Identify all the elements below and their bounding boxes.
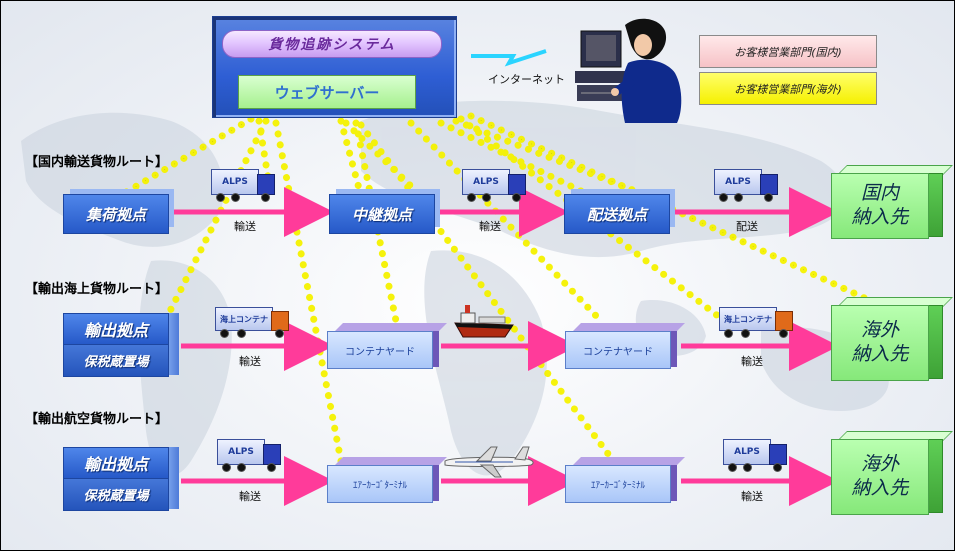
hub-side-face [167, 313, 179, 375]
terminal-top-face [573, 457, 685, 465]
leg-label: 輸送 [741, 355, 763, 368]
truck-icon: ALPS [217, 439, 281, 475]
destination-overseas-sea: 海外 納入先 [831, 305, 929, 381]
destination-domestic: 国内 納入先 [831, 173, 929, 239]
route-title-domestic: 【国内輸送貨物ルート】 [25, 155, 169, 170]
tracking-system-title: 貨物追跡システム [222, 30, 442, 58]
container-truck-icon: 海上コンテナ [215, 307, 289, 341]
leg-label: 輸送 [741, 490, 763, 503]
truck-brand: ALPS [714, 169, 762, 195]
container-label: 海上コンテナ [719, 307, 777, 331]
destination-line2: 納入先 [851, 343, 909, 365]
route-title-sea-export: 【輸出海上貨物ルート】 [25, 282, 169, 297]
yard-top-face [335, 323, 447, 331]
destination-line1: 海外 [860, 319, 899, 342]
leg-label: 輸送 [239, 355, 261, 368]
hub-sea-origin: 輸出拠点 [63, 313, 169, 345]
leg-label: 輸送 [479, 220, 501, 233]
bonded-warehouse-air: 保税蔵置場 [63, 478, 169, 511]
truck-icon: ALPS [723, 439, 787, 475]
destination-line2: 納入先 [851, 477, 909, 499]
truck-brand: ALPS [217, 439, 265, 465]
container-truck-icon: 海上コンテナ [719, 307, 793, 341]
hub-air-origin: 輸出拠点 [63, 447, 169, 479]
sales-dept-overseas: お客様営業部門(海外) [699, 72, 877, 105]
yard-side-face [669, 331, 677, 367]
airplane-icon [444, 446, 534, 478]
air-cargo-terminal-1: ｴｱｰｶｰｺﾞﾀｰﾐﾅﾙ [327, 465, 433, 503]
terminal-top-face [335, 457, 447, 465]
destination-line1: 国内 [860, 182, 899, 205]
container-yard-2: コンテナヤード [565, 331, 671, 369]
air-cargo-terminal-2: ｴｱｰｶｰｺﾞﾀｰﾐﾅﾙ [565, 465, 671, 503]
sales-dept-domestic: お客様営業部門(国内) [699, 35, 877, 68]
container-label: 海上コンテナ [215, 307, 273, 331]
truck-brand: ALPS [462, 169, 510, 195]
truck-icon: ALPS [714, 169, 778, 205]
bonded-warehouse-sea: 保税蔵置場 [63, 344, 169, 377]
truck-brand: ALPS [723, 439, 771, 465]
terminal-side-face [431, 465, 439, 501]
terminal-side-face [669, 465, 677, 501]
hub-domestic-relay: 中継拠点 [329, 194, 435, 234]
destination-line2: 納入先 [851, 206, 909, 228]
destination-overseas-air: 海外 納入先 [831, 439, 929, 515]
container-yard-1: コンテナヤード [327, 331, 433, 369]
internet-link-icon [471, 49, 547, 67]
leg-label: 輸送 [234, 220, 256, 233]
route-title-air-export: 【輸出航空貨物ルート】 [25, 412, 169, 427]
dest-side-face [927, 439, 943, 513]
hub-domestic-delivery: 配送拠点 [564, 194, 670, 234]
truck-brand: ALPS [211, 169, 259, 195]
yard-top-face [573, 323, 685, 331]
operator-at-computer-icon [575, 18, 682, 123]
hub-domestic-origin: 集荷拠点 [63, 194, 169, 234]
truck-icon: ALPS [211, 169, 275, 205]
internet-label: インターネット [488, 73, 565, 86]
dest-side-face [927, 305, 943, 379]
dest-side-face [927, 173, 943, 237]
destination-line1: 海外 [860, 453, 899, 476]
leg-label: 輸送 [239, 490, 261, 503]
truck-icon: ALPS [462, 169, 526, 205]
ship-icon [454, 305, 514, 338]
web-server-label: ウェブサーバー [238, 75, 416, 109]
hub-side-face [167, 447, 179, 509]
leg-label: 配送 [736, 220, 758, 233]
yard-side-face [431, 331, 439, 367]
